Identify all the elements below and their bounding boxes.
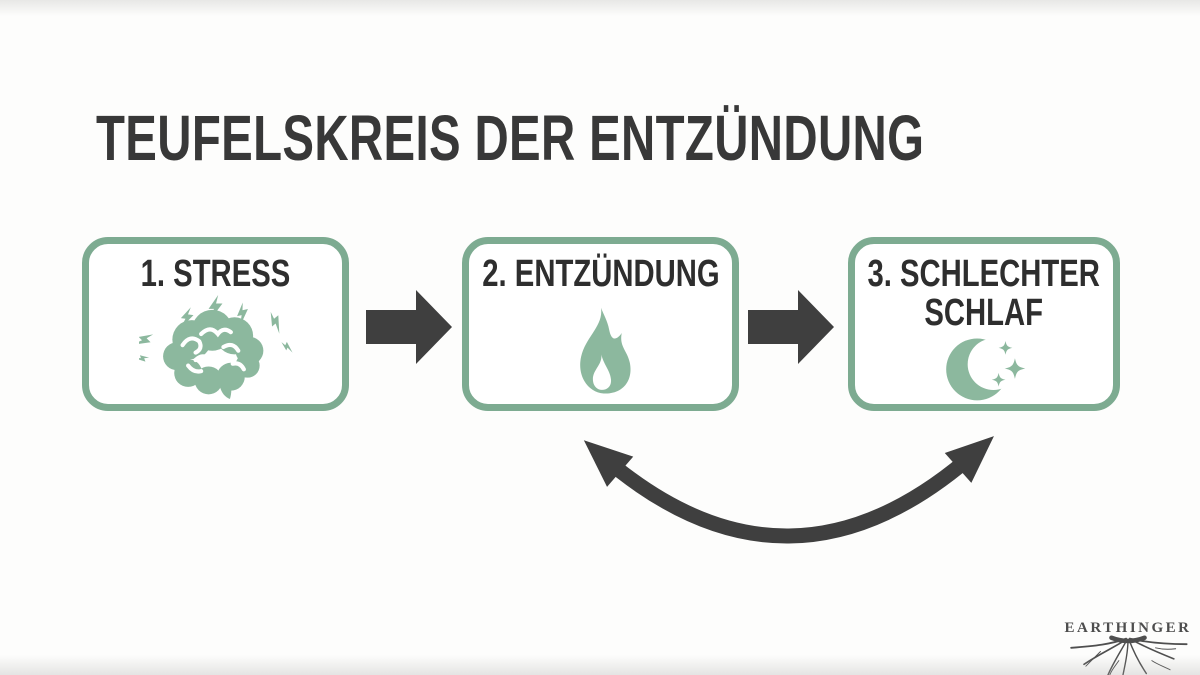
- step-box-stress: 1. STRESS: [82, 237, 349, 411]
- page-title: TEUFELSKREIS DER ENTZÜNDUNG: [96, 102, 925, 174]
- moon-and-stars-icon: [946, 338, 1026, 401]
- step-label-stress: 1. STRESS: [140, 253, 291, 295]
- cycle-double-arrow-icon: [583, 436, 994, 544]
- right-arrow-icon: [748, 290, 834, 364]
- step-label-inflammation: 2. ENTZÜNDUNG: [481, 253, 720, 295]
- step-label-bad-sleep: 3. SCHLECHTER SCHLAF: [867, 253, 1101, 335]
- step-box-bad-sleep: 3. SCHLECHTER SCHLAF: [848, 237, 1120, 411]
- watermark-brand-text: EARTHINGER: [1064, 620, 1192, 636]
- stressed-brain-icon: [138, 295, 293, 400]
- flame-icon: [579, 307, 631, 394]
- step-box-inflammation: 2. ENTZÜNDUNG: [462, 237, 739, 411]
- right-arrow-icon: [366, 290, 452, 364]
- roots-logo-icon: [1070, 635, 1188, 675]
- watermark: EARTHINGER: [1056, 620, 1200, 675]
